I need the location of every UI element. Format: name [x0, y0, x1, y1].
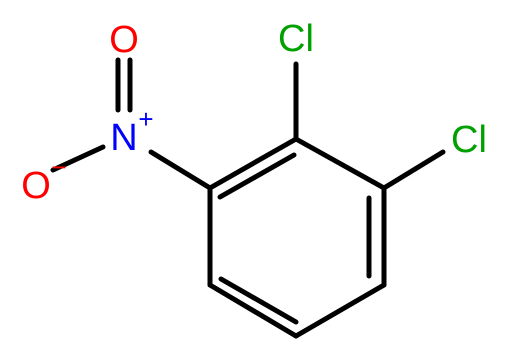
atom-nitrogen: N [110, 117, 137, 159]
bond-ring-c5-c6 [207, 282, 299, 339]
bond-ring-inner-c1-c2 [217, 152, 297, 200]
bond-c1-n [148, 149, 213, 191]
charge-oxygen-minus: − [51, 152, 66, 182]
bond-ring-c1-c2 [207, 136, 299, 191]
charge-nitrogen-plus: + [138, 104, 153, 134]
bond-ring-c2-c3 [293, 136, 387, 191]
atom-chlorine-right: Cl [451, 119, 487, 161]
bond-n-o-single [50, 144, 106, 173]
atom-chlorine-top: Cl [278, 18, 314, 60]
bond-c3-cl [381, 149, 446, 191]
atom-oxygen-single: O [21, 165, 51, 207]
bond-ring-c4-c5 [293, 282, 387, 339]
bonds [50, 57, 446, 339]
bond-ring-inner-c5-c6 [218, 276, 299, 325]
atom-oxygen-double: O [109, 19, 139, 61]
